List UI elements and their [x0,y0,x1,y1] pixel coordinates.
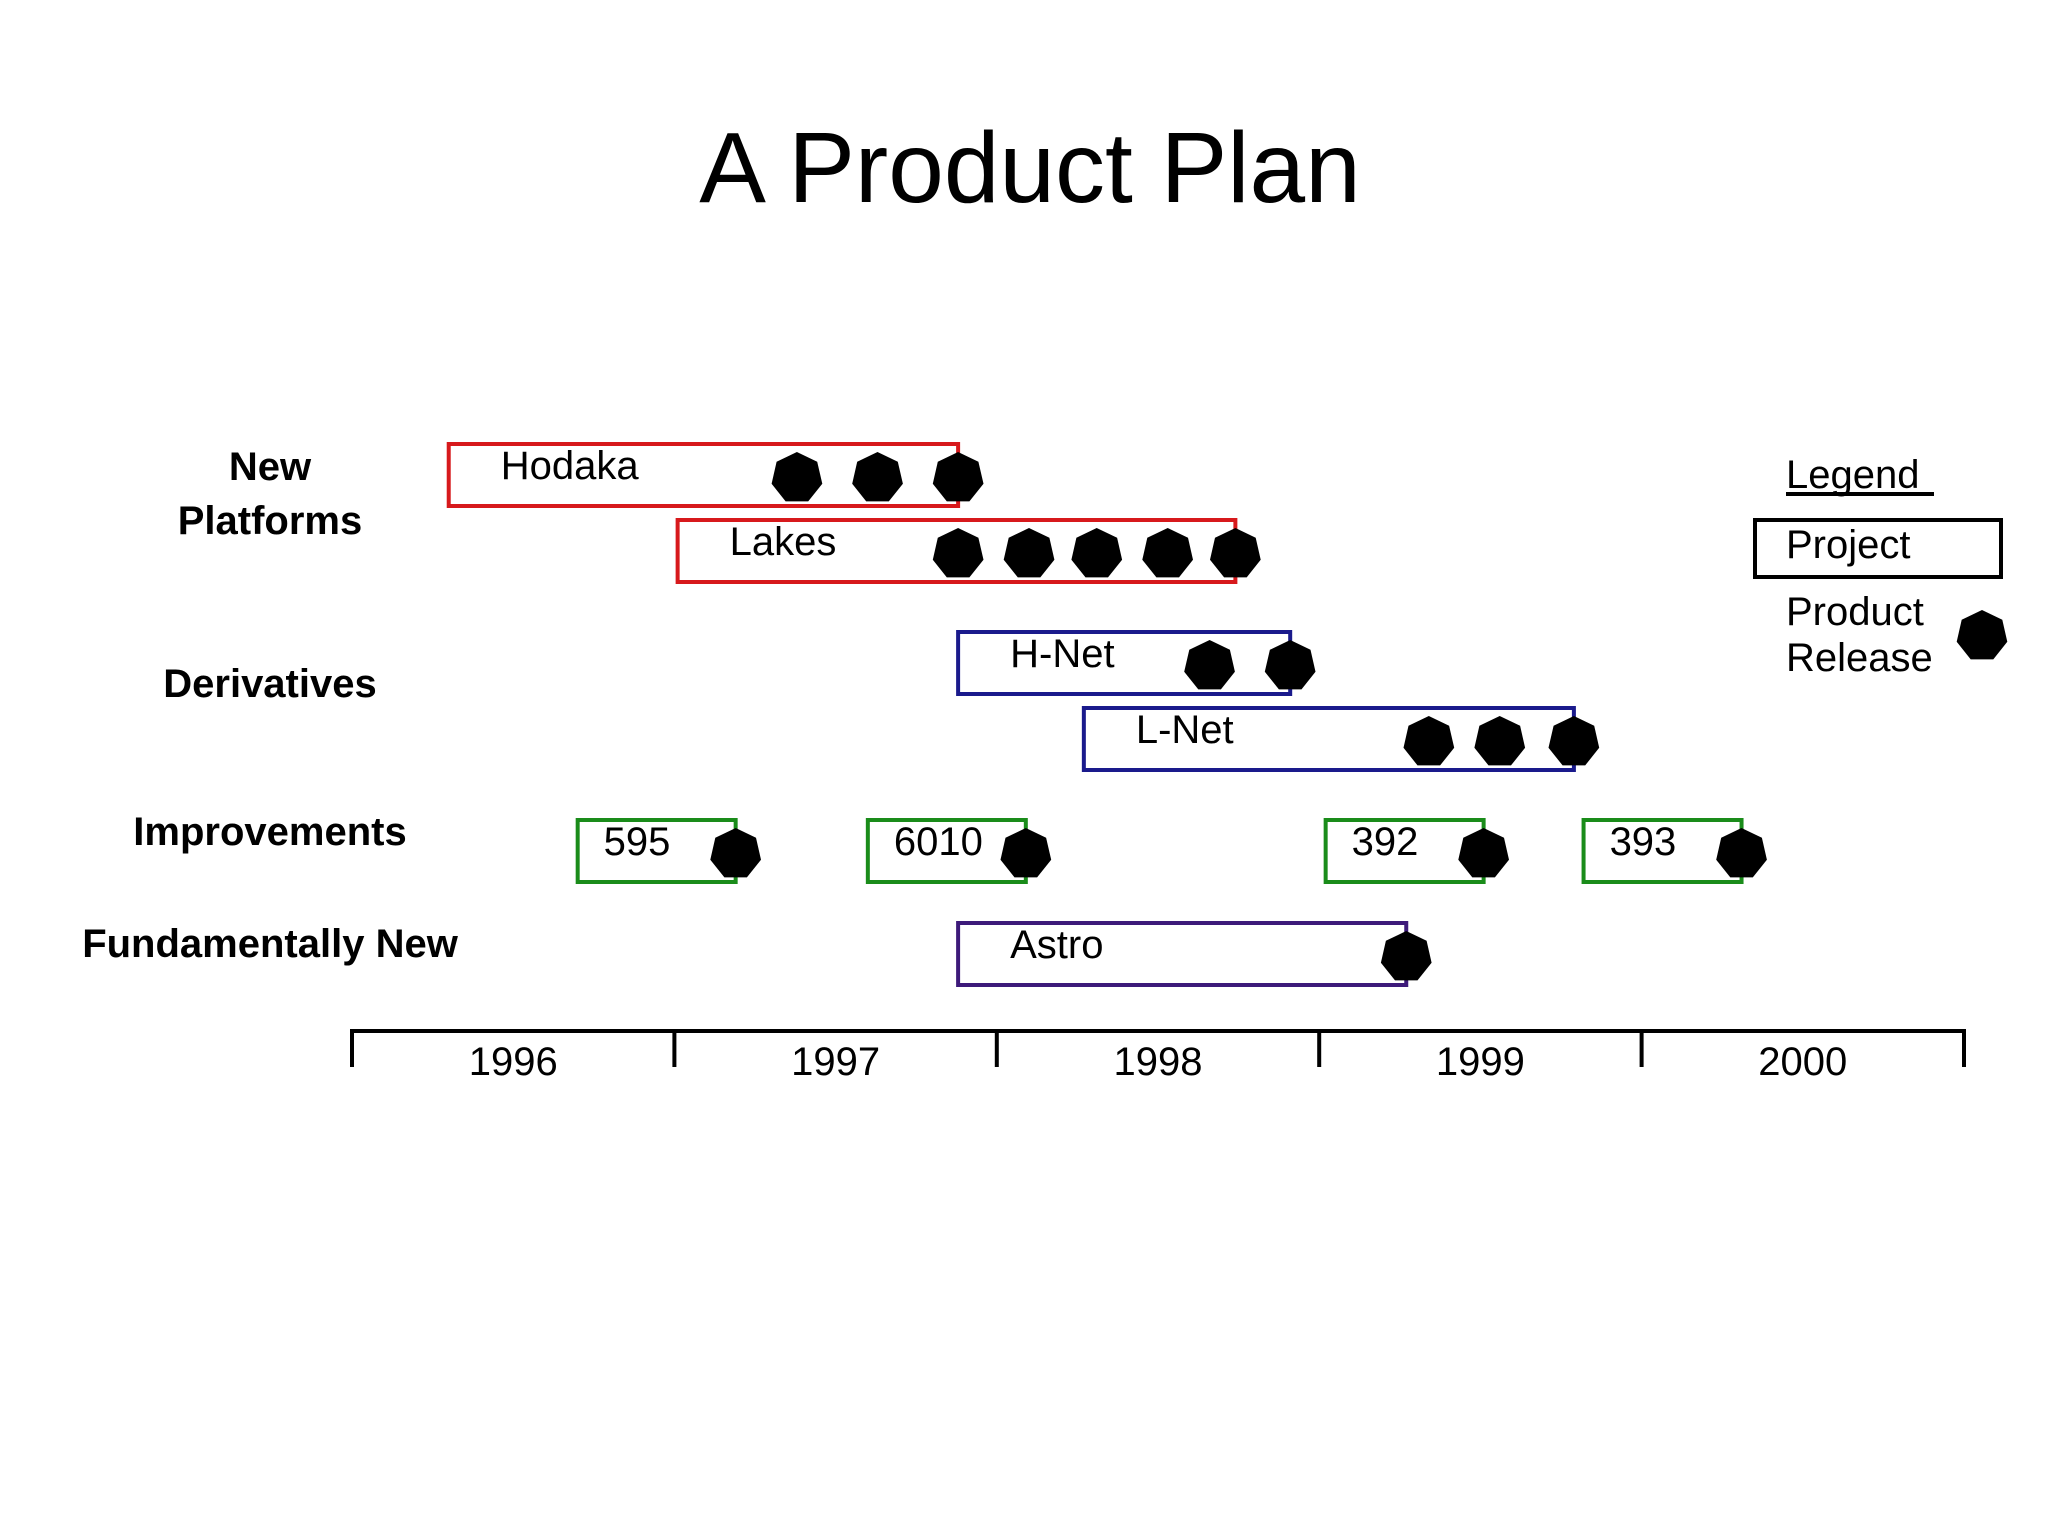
product-release-marker [932,528,984,578]
category-label-line: Improvements [133,810,406,854]
product-release-marker [710,828,761,878]
project-l-net: L-Net [1081,706,1600,772]
product-release-marker [1458,828,1509,878]
project-lakes: Lakes [675,518,1261,584]
product-release-marker [1548,716,1600,766]
product-release-marker [852,452,903,502]
product-release-marker [1003,528,1055,578]
product-release-marker [1716,828,1767,878]
category-label-fundamentally-new: Fundamentally New [82,922,459,966]
year-label: 2000 [1758,1040,1847,1084]
project-label: H-Net [1010,632,1114,676]
year-label: 1998 [1114,1040,1203,1084]
legend-project-swatch [1753,518,2003,579]
project-392: 392 [1323,818,1509,884]
product-release-marker [932,452,984,502]
year-label: 1996 [469,1040,558,1084]
legend-release-label-line: Product [1786,590,1924,634]
project-label: 595 [604,820,671,864]
project-label: Hodaka [501,444,640,488]
project-astro: Astro [956,921,1432,987]
diagram-title: A Product Plan [699,112,1361,224]
legend-release-label-line: Release [1786,636,1933,680]
product-release-marker [1380,931,1432,981]
project-595: 595 [575,818,761,884]
product-release-marker [1264,640,1316,690]
project-hodaka: Hodaka [446,442,984,508]
category-label-derivatives: Derivatives [163,662,376,706]
year-label: 1997 [791,1040,880,1084]
legend-title: Legend [1786,453,1919,497]
project-393: 393 [1581,818,1767,884]
project-label: L-Net [1136,708,1234,752]
category-label-line: New [229,445,312,489]
product-release-marker [771,452,823,502]
product-release-marker [1210,528,1261,578]
project-label: Astro [1010,923,1103,967]
project-bar [956,630,1293,696]
product-release-marker [1000,828,1052,878]
product-release-marker [1403,716,1455,766]
project-h-net: H-Net [956,630,1316,696]
project-6010: 6010 [865,818,1052,884]
legend-release-marker [1956,610,2008,660]
project-label: 393 [1610,820,1677,864]
project-label: Lakes [730,520,837,564]
category-label-line: Derivatives [163,662,376,706]
timeline-axis: 1996 1997 1998 1999 2000 [350,1029,1966,1084]
year-label: 1999 [1436,1040,1525,1084]
category-label-line: Platforms [178,499,363,543]
product-release-marker [1474,716,1526,766]
project-label: 6010 [894,820,983,864]
category-label-improvements: Improvements [133,810,406,854]
product-release-marker [1071,528,1123,578]
project-label: 392 [1352,820,1419,864]
category-label-line: Fundamentally New [82,922,459,966]
product-release-marker [1142,528,1193,578]
legend-project-label: Project [1786,523,1911,567]
product-release-marker [1184,640,1235,690]
